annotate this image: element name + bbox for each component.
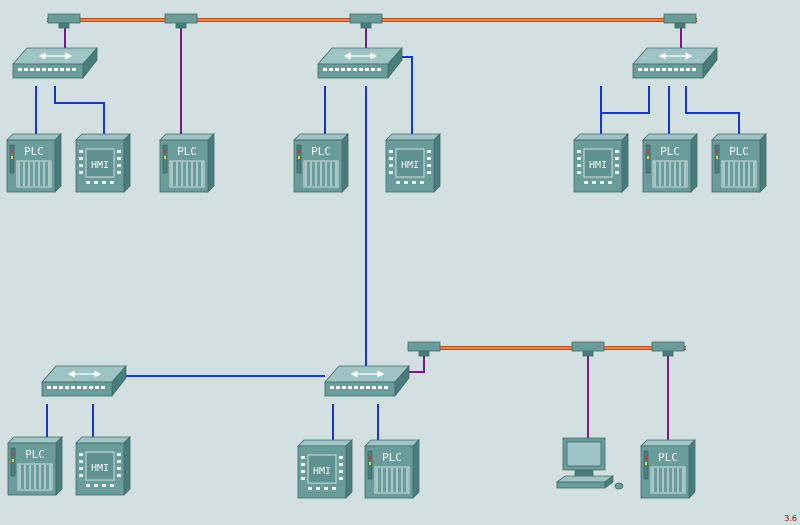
hmi-label: HMI [313,466,331,477]
bus-tap [407,341,441,357]
switch-icon [632,47,718,79]
hmi-4[interactable]: HMI [573,133,629,193]
ethernet-link [402,56,413,134]
plc-icon [640,439,696,499]
plc-1[interactable]: PLC [6,133,62,193]
switch-3[interactable] [632,47,718,79]
plc-label: PLC [729,145,749,158]
bus-tap [47,13,81,29]
plc-label: PLC [660,145,680,158]
bus-tap [571,341,605,357]
plc-label: PLC [658,451,678,464]
network-devices: PLC HMI PLC PLC HMI HMI PLC PLC PLC HMI HMI PLC PLC [6,13,767,499]
ethernet-link [54,86,105,134]
switch-icon [317,47,403,79]
plc-label: PLC [25,448,45,461]
switch-2[interactable] [317,47,403,79]
hmi-5[interactable]: HMI [297,439,353,499]
workstation-1[interactable] [556,437,624,490]
switch-icon [12,47,98,79]
bus-tap [651,341,685,357]
plc-8[interactable]: PLC [640,439,696,499]
hmi-label: HMI [589,160,607,171]
plc-icon [293,133,349,193]
version-label: 3.6 [784,514,797,523]
plc-label: PLC [177,145,197,158]
hmi-label: HMI [401,160,419,171]
plc-5[interactable]: PLC [642,133,698,193]
plc-label: PLC [24,145,44,158]
bus-tap [349,13,383,29]
switch-1[interactable] [12,47,98,79]
plc-icon [364,439,420,499]
plc-6[interactable]: PLC [711,133,767,193]
switch-4[interactable] [41,365,127,397]
hmi-label: HMI [91,160,109,171]
workstation-icon [556,437,624,490]
connection-links [35,24,740,440]
plc-icon [6,133,62,193]
drop-link [409,352,425,373]
plc-7[interactable]: PLC [7,436,63,496]
ethernet-link [685,86,740,134]
bus-tap [164,13,198,29]
switch-5[interactable] [324,365,410,397]
switch-icon [324,365,410,397]
plc-label: PLC [311,145,331,158]
hmi-2[interactable]: HMI [75,436,131,496]
plc-icon [159,133,215,193]
hmi-1[interactable]: HMI [75,133,131,193]
bus-tap [663,13,697,29]
plc-4[interactable]: PLC [364,439,420,499]
hmi-label: HMI [91,463,109,474]
plc-icon [7,436,63,496]
switch-icon [41,365,127,397]
plc-icon [711,133,767,193]
hmi-3[interactable]: HMI [385,133,441,193]
ethernet-link [601,86,650,114]
plc-icon [642,133,698,193]
plc-2[interactable]: PLC [159,133,215,193]
plc-3[interactable]: PLC [293,133,349,193]
plc-label: PLC [382,451,402,464]
